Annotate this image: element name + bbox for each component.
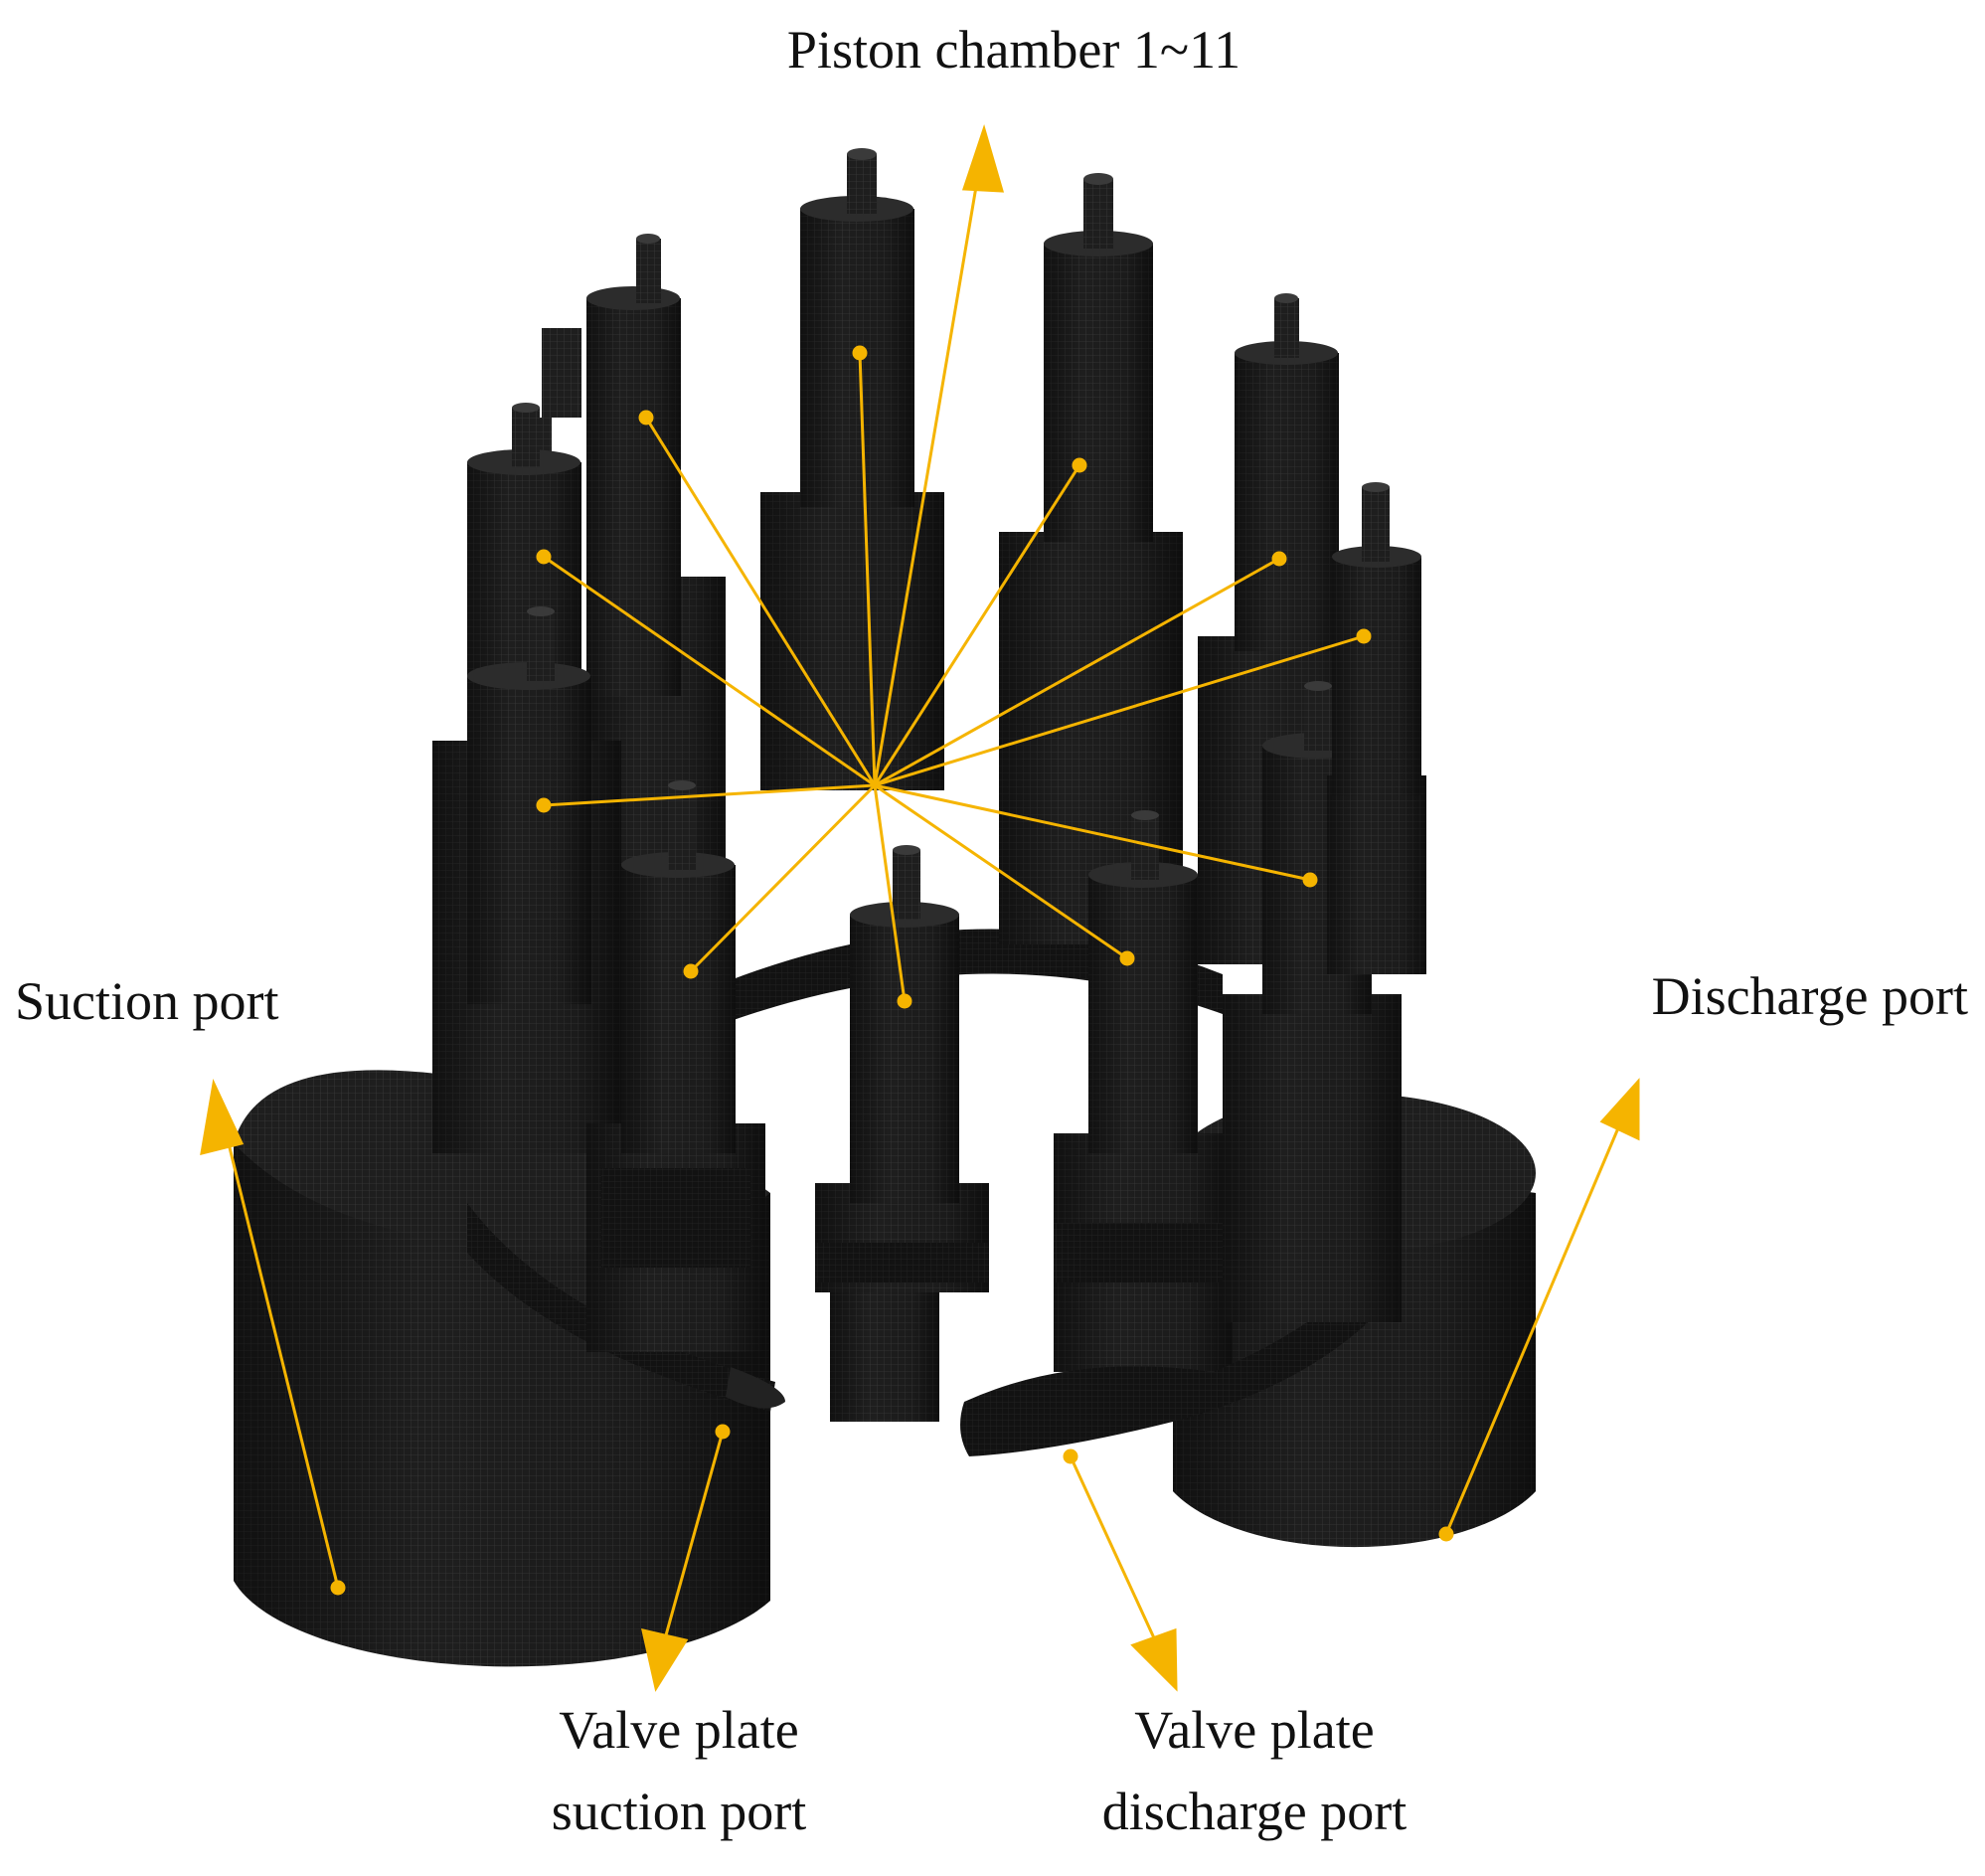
leader-piston-9 bbox=[874, 634, 1365, 787]
leader-lines bbox=[200, 123, 1640, 1692]
label-suction-port: Suction port bbox=[15, 971, 279, 1031]
label-valve-plate-discharge-1: Valve plate bbox=[1134, 1700, 1374, 1760]
leader-piston-8 bbox=[874, 783, 1311, 882]
arrowhead-piston bbox=[961, 123, 1005, 193]
arrowhead-discharge-port bbox=[1599, 1078, 1640, 1141]
leader-valve-plate-discharge bbox=[1069, 1455, 1158, 1643]
leader-dot bbox=[1072, 457, 1087, 473]
leader-dot bbox=[897, 993, 912, 1009]
arrowhead-suction-port bbox=[200, 1079, 245, 1156]
leader-piston-4 bbox=[543, 783, 876, 807]
piston-chamber-front-left bbox=[467, 780, 785, 1412]
leader-dot bbox=[715, 1424, 731, 1440]
labels: Piston chamber 1~11 Suction port Dischar… bbox=[15, 20, 1968, 1841]
leader-dot bbox=[536, 549, 552, 565]
piston-chamber-right-lower bbox=[1327, 482, 1426, 974]
leader-piston-2 bbox=[644, 417, 877, 786]
leader-suction-port bbox=[222, 1122, 340, 1589]
leader-piston-7 bbox=[874, 783, 1128, 960]
leader-piston-11 bbox=[873, 464, 1081, 786]
piston-chamber-left-mid bbox=[432, 606, 621, 1153]
arrowhead-valve-plate-discharge bbox=[1130, 1627, 1178, 1692]
leader-discharge-port bbox=[1444, 1122, 1622, 1535]
leader-dot bbox=[1119, 950, 1135, 966]
leader-dot bbox=[683, 963, 699, 979]
leader-piston-3 bbox=[543, 555, 876, 787]
label-piston-chamber: Piston chamber 1~11 bbox=[787, 20, 1241, 80]
label-valve-plate-suction-2: suction port bbox=[552, 1782, 806, 1841]
label-valve-plate-suction-1: Valve plate bbox=[559, 1700, 798, 1760]
leader-piston-label bbox=[873, 168, 981, 786]
leader-dot bbox=[1271, 551, 1287, 567]
leader-piston-1 bbox=[858, 352, 877, 786]
leader-dot bbox=[1063, 1449, 1078, 1464]
label-valve-plate-discharge-2: discharge port bbox=[1102, 1782, 1406, 1841]
arrowhead-valve-plate-suction bbox=[641, 1627, 689, 1692]
leader-dot bbox=[852, 345, 868, 361]
leader-dot bbox=[1302, 872, 1318, 888]
label-discharge-port: Discharge port bbox=[1652, 966, 1968, 1026]
leader-piston-10 bbox=[874, 557, 1280, 787]
leader-dot bbox=[1438, 1526, 1454, 1542]
leader-valve-plate-suction bbox=[662, 1431, 725, 1643]
piston-chamber-front-right bbox=[960, 810, 1397, 1456]
leader-piston-6 bbox=[873, 784, 907, 1002]
leader-dot bbox=[1356, 628, 1372, 644]
leader-piston-5 bbox=[689, 783, 877, 973]
mesh-geometry bbox=[234, 148, 1536, 1667]
leader-dot bbox=[536, 797, 552, 813]
piston-chamber-back-center bbox=[760, 148, 944, 790]
leader-dot bbox=[330, 1580, 346, 1596]
piston-chamber-front-center bbox=[815, 845, 989, 1422]
leader-dot bbox=[638, 410, 654, 426]
